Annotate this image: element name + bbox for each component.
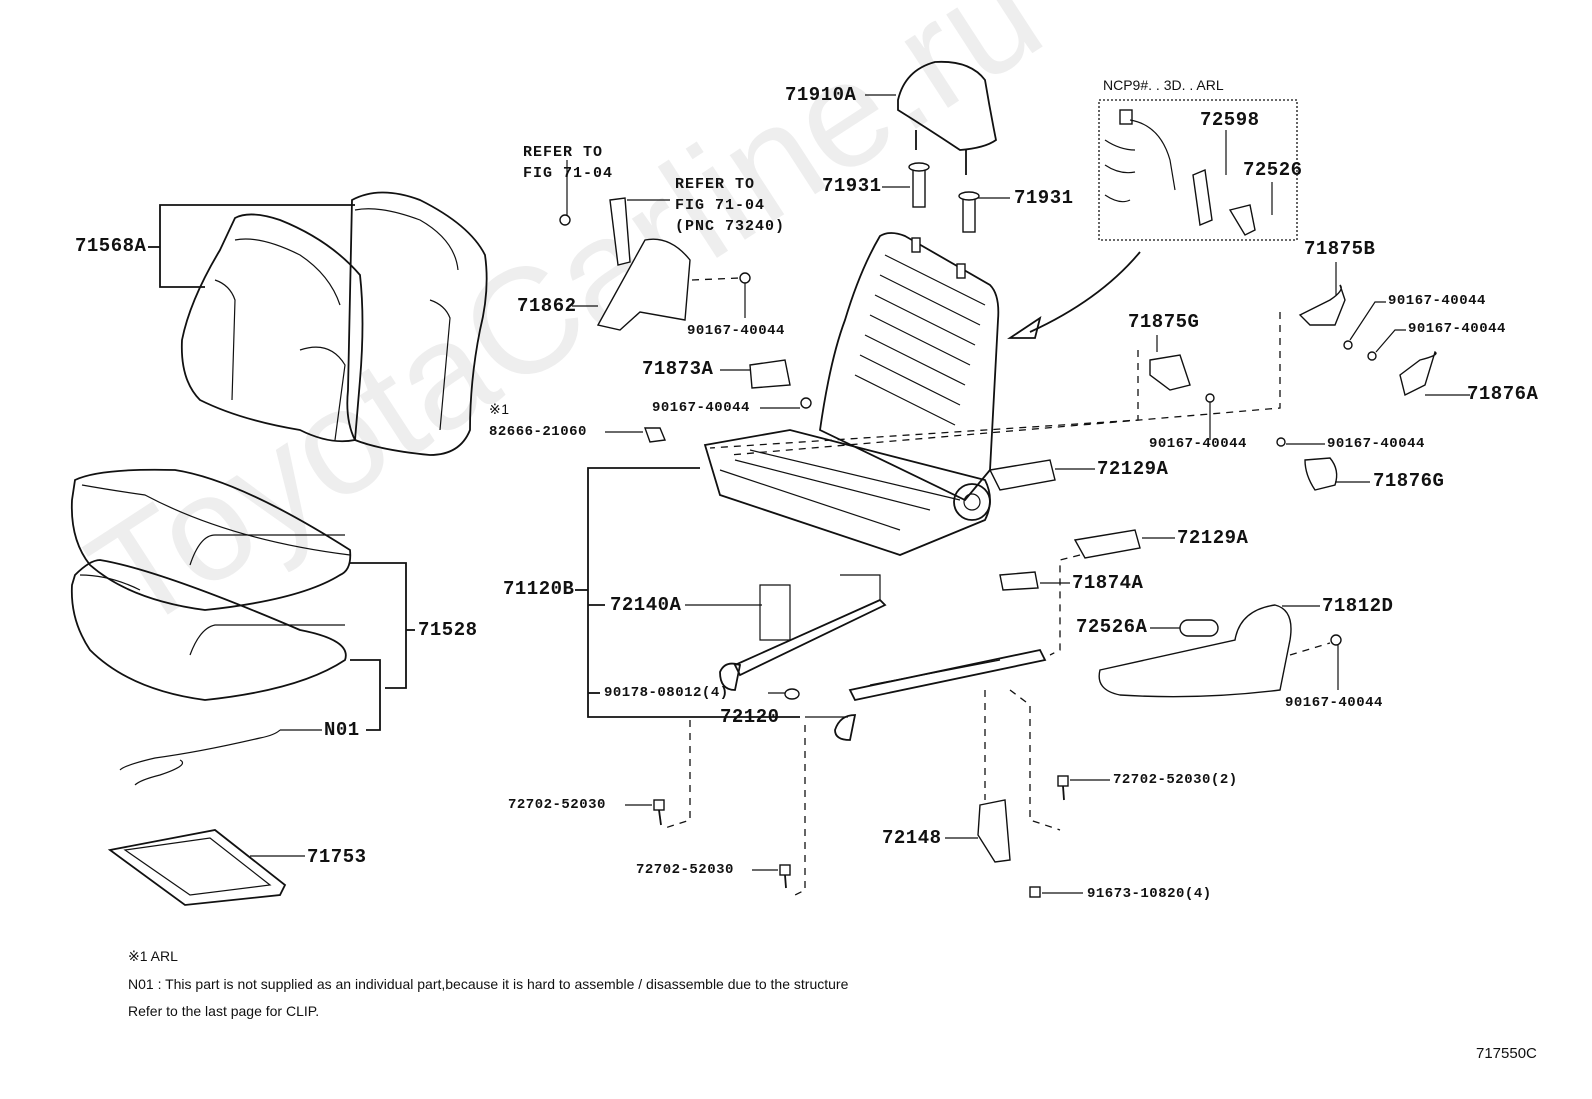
cushion-frame-drawing bbox=[703, 429, 991, 556]
label-90167-40044-b: 90167-40044 bbox=[652, 400, 750, 416]
seatback-frame-drawing bbox=[819, 232, 1000, 502]
cover-71876G bbox=[1304, 457, 1338, 491]
bracket-72148 bbox=[977, 799, 1011, 863]
label-71875G: 71875G bbox=[1128, 311, 1200, 333]
footnote-arl: ※1 ARL bbox=[128, 948, 178, 964]
label-71875B: 71875B bbox=[1304, 238, 1376, 260]
buckle-drawing bbox=[609, 197, 631, 266]
cover-72129A-upper bbox=[988, 459, 1056, 491]
label-72120: 72120 bbox=[720, 706, 780, 728]
bracket-71873A bbox=[749, 359, 791, 389]
label-71812D: 71812D bbox=[1322, 595, 1394, 617]
label-71873A: 71873A bbox=[642, 358, 714, 380]
figure-id: 717550C bbox=[1476, 1045, 1537, 1062]
nut-icon bbox=[784, 688, 800, 700]
label-71910A: 71910A bbox=[785, 84, 857, 106]
bracket-71875B bbox=[1298, 284, 1346, 326]
label-72702-52030-a: 72702-52030 bbox=[508, 797, 606, 813]
label-90167-40044-d: 90167-40044 bbox=[1408, 321, 1506, 337]
part-71874A bbox=[999, 571, 1039, 591]
headrest-drawing bbox=[897, 60, 997, 175]
ref-fig-2-line1: REFER TO bbox=[675, 176, 756, 193]
ref-fig-1-line2: FIG 71-04 bbox=[523, 165, 614, 182]
ref-fig-2-line3: (PNC 73240) bbox=[675, 218, 786, 235]
seatback-cover-drawing bbox=[180, 191, 488, 456]
label-71931-left: 71931 bbox=[822, 175, 882, 197]
belt-cover-71862 bbox=[596, 238, 691, 331]
label-72129A-lower: 72129A bbox=[1177, 527, 1249, 549]
knob-72526A bbox=[1179, 619, 1219, 637]
label-71862: 71862 bbox=[517, 295, 577, 317]
arrow-icon bbox=[1029, 251, 1141, 333]
label-90167-40044-e: 90167-40044 bbox=[1149, 436, 1247, 452]
bracket-71875G bbox=[1149, 354, 1191, 391]
label-72140A: 72140A bbox=[610, 594, 682, 616]
headrest-guide-drawing bbox=[908, 162, 980, 233]
label-note-marker-1: ※1 bbox=[489, 401, 510, 417]
label-72702-52030-b: 72702-52030 bbox=[636, 862, 734, 878]
label-71753: 71753 bbox=[307, 846, 367, 868]
label-90178-08012: 90178-08012(4) bbox=[604, 685, 729, 701]
footnote-clip: Refer to the last page for CLIP. bbox=[128, 1003, 320, 1019]
leader-71568A bbox=[159, 204, 355, 288]
ref-fig-2-line2: FIG 71-04 bbox=[675, 197, 766, 214]
label-72129A-upper: 72129A bbox=[1097, 458, 1169, 480]
label-90167-40044-g: 90167-40044 bbox=[1285, 695, 1383, 711]
inset-title: NCP9#. . 3D. . ARL bbox=[1103, 77, 1224, 93]
label-91673-10820: 91673-10820(4) bbox=[1087, 886, 1212, 902]
label-90167-40044-f: 90167-40044 bbox=[1327, 436, 1425, 452]
label-71874A: 71874A bbox=[1072, 572, 1144, 594]
label-82666-21060: 82666-21060 bbox=[489, 424, 587, 440]
seat-cushion-drawing bbox=[70, 468, 352, 701]
label-72148: 72148 bbox=[882, 827, 942, 849]
label-71568A: 71568A bbox=[75, 235, 147, 257]
seat-frame-pad-drawing bbox=[107, 829, 287, 906]
label-71120B: 71120B bbox=[503, 578, 575, 600]
label-71931-right: 71931 bbox=[1014, 187, 1074, 209]
footnote-n01: N01 : This part is not supplied as an in… bbox=[128, 976, 849, 992]
shield-71812D bbox=[1098, 604, 1292, 698]
label-90167-40044-a: 90167-40044 bbox=[687, 323, 785, 339]
label-N01: N01 bbox=[324, 719, 360, 741]
seat-rails-drawing bbox=[719, 574, 1047, 741]
inset-box bbox=[1098, 99, 1298, 241]
label-71876G: 71876G bbox=[1373, 470, 1445, 492]
bolt-icons bbox=[559, 160, 1110, 898]
label-90167-40044-c: 90167-40044 bbox=[1388, 293, 1486, 309]
ref-fig-1-line1: REFER TO bbox=[523, 144, 604, 161]
label-72526: 72526 bbox=[1243, 159, 1303, 181]
label-72598: 72598 bbox=[1200, 109, 1260, 131]
label-72702-52030-c: 72702-52030(2) bbox=[1113, 772, 1238, 788]
label-71528: 71528 bbox=[418, 619, 478, 641]
inset-drawing bbox=[1104, 109, 1273, 236]
label-72526A: 72526A bbox=[1076, 616, 1148, 638]
label-71876A: 71876A bbox=[1467, 383, 1539, 405]
cover-71876A bbox=[1399, 350, 1437, 397]
cover-72129A-lower bbox=[1073, 529, 1141, 559]
